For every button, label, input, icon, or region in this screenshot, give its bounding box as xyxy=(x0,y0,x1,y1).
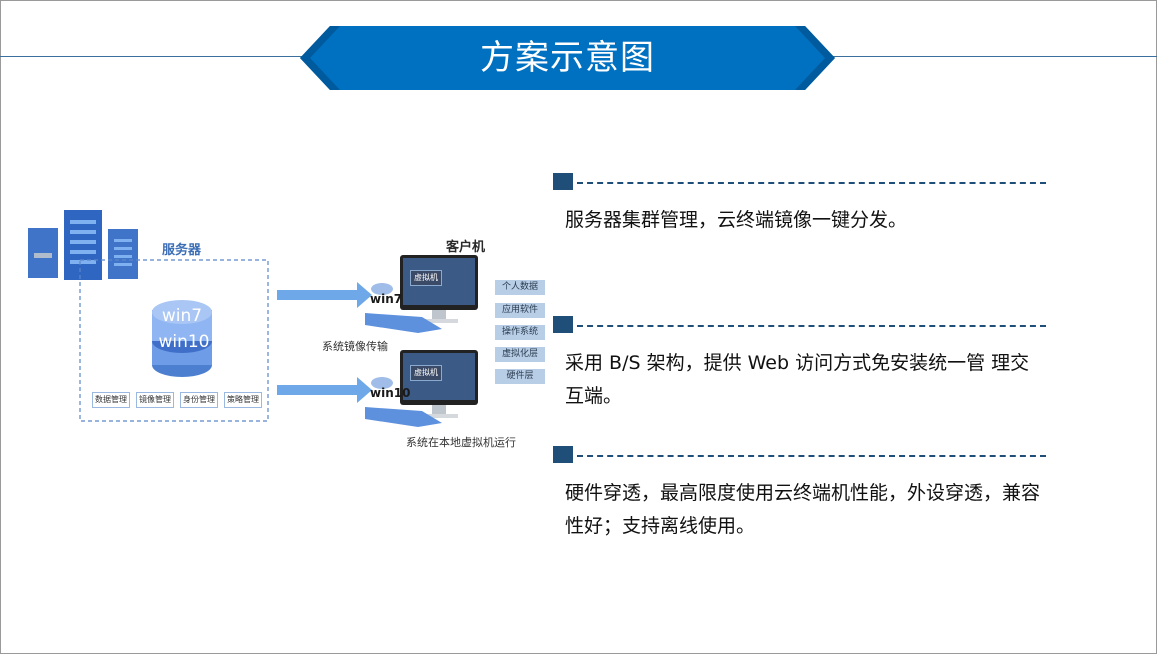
client-device-top xyxy=(365,313,442,333)
feature-text: 硬件穿透，最高限度使用云终端机性能，外设穿透，兼容性好；支持离线使用。 xyxy=(565,482,1041,537)
feature-text: 采用 B/S 架构，提供 Web 访问方式免安装统一管 理交互端。 xyxy=(565,352,1030,407)
dashed-divider xyxy=(577,325,1046,327)
server-label: 服务器 xyxy=(162,243,202,258)
mgmt-item-image: 镜像管理 xyxy=(136,392,174,408)
db-label-win10: win10 xyxy=(158,332,210,352)
title-banner: 方案示意图 xyxy=(300,26,835,90)
transfer-arrow-top xyxy=(277,282,372,308)
bullet-marker xyxy=(553,173,573,190)
client-device-bottom xyxy=(365,407,442,427)
bullet-marker xyxy=(553,316,573,333)
vm-label-top: 虚拟机 xyxy=(410,270,442,286)
layer-applications: 应用软件 xyxy=(495,303,545,318)
vm-label-bottom: 虚拟机 xyxy=(410,365,442,381)
transfer-arrow-bottom xyxy=(277,377,372,403)
layer-hardware: 硬件层 xyxy=(495,369,545,384)
server-tower-right xyxy=(108,229,138,279)
layer-personal-data: 个人数据 xyxy=(495,280,545,295)
page-title: 方案示意图 xyxy=(480,38,655,78)
client-os-win7: win7 xyxy=(370,292,403,306)
client-os-win10: win10 xyxy=(370,386,411,400)
diagram-graphics xyxy=(28,210,478,427)
layer-os: 操作系统 xyxy=(495,325,545,340)
bullet-marker xyxy=(553,446,573,463)
banner-shape xyxy=(300,26,835,90)
dashed-divider xyxy=(577,455,1046,457)
feature-text: 服务器集群管理，云终端镜像一键分发。 xyxy=(565,209,908,231)
mgmt-item-identity: 身份管理 xyxy=(180,392,218,408)
transfer-label: 系统镜像传输 xyxy=(322,340,388,353)
mgmt-item-data: 数据管理 xyxy=(92,392,130,408)
server-cluster-box xyxy=(79,259,269,422)
dashed-divider xyxy=(577,182,1046,184)
mgmt-item-policy: 策略管理 xyxy=(224,392,262,408)
local-run-label: 系统在本地虚拟机运行 xyxy=(406,436,516,449)
architecture-diagram: 服务器 客户机 win7 win10 数据管理 镜像管理 身份管理 策略管理 系… xyxy=(22,195,552,465)
client-label: 客户机 xyxy=(446,240,486,255)
layer-virtualization: 虚拟化层 xyxy=(495,347,545,362)
db-label-win7: win7 xyxy=(161,306,203,326)
